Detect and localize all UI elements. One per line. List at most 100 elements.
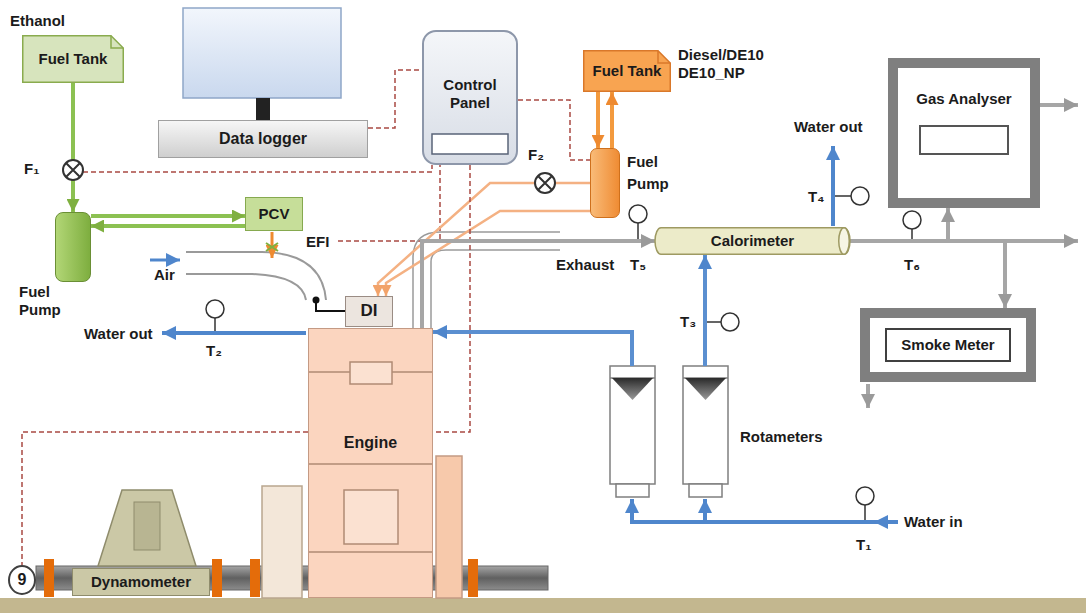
connector (386, 211, 590, 296)
node-label: Fuel Tank (39, 50, 108, 68)
node-label: Smoke Meter (885, 328, 1010, 362)
label: T₄ (808, 188, 824, 206)
node-label: Diesel/DE10 DE10_NP (678, 46, 764, 82)
panel-display (432, 134, 508, 154)
dynamometer-body (98, 490, 196, 566)
tank-fold (111, 36, 123, 48)
connector (850, 241, 1005, 308)
temperature-gauge (856, 487, 874, 505)
flow-meter (63, 160, 83, 180)
node-label: Engine (344, 433, 397, 452)
exhaust-pipe (431, 250, 560, 328)
node-label: Gas Analyser (916, 90, 1011, 108)
connector (596, 92, 600, 148)
flow-meter-cross (538, 176, 552, 190)
label: Water out (794, 118, 863, 136)
analyser-display (920, 126, 1008, 154)
coupling (468, 559, 478, 597)
flow-meter-cross (66, 163, 80, 177)
cylinder-body (655, 228, 850, 255)
coupling (44, 559, 54, 597)
engine-part (344, 490, 398, 544)
fuel-pump: Fuel Pump (590, 148, 620, 218)
injector-arrow (271, 232, 274, 258)
calorimeter: Calorimeter (655, 227, 850, 255)
node-label: Control Panel (443, 76, 496, 112)
connector (610, 92, 614, 148)
air-arrow (150, 259, 180, 262)
rotameter-tube (610, 366, 655, 484)
tank-fold (658, 51, 670, 63)
direct-injector: DI (345, 296, 393, 327)
connector (422, 241, 655, 328)
pressure-control-valve: PCV (245, 197, 303, 231)
water-pipe (831, 146, 835, 226)
temperature-gauge (851, 187, 869, 205)
node-label: Fuel Pump (627, 151, 669, 195)
signal-wire (83, 165, 432, 172)
label: Water out (84, 325, 153, 343)
label: T₁ (856, 536, 871, 554)
connector (22, 432, 308, 565)
data-logger: Data logger (158, 120, 368, 158)
connector (433, 332, 632, 366)
label: T₂ (206, 342, 222, 360)
water-pipe (703, 499, 707, 522)
connector (91, 224, 245, 228)
injector-link (316, 300, 345, 311)
tank-body (584, 51, 671, 92)
monitor-screen (183, 8, 341, 98)
rotameter-float (612, 378, 653, 400)
fuel-pump: Fuel Pump (55, 212, 91, 282)
label: T₅ (630, 256, 646, 274)
engine-section (309, 372, 432, 552)
water-pipe (632, 499, 874, 522)
signal-wire (338, 165, 440, 241)
injector-mark (266, 243, 278, 251)
connector (703, 255, 707, 366)
engine-part (350, 362, 392, 384)
connector (850, 208, 948, 241)
node-label: 9 (18, 570, 27, 589)
sensor-circle: 9 (8, 565, 36, 595)
node-label: Rotameters (740, 428, 823, 446)
rotameter-float (685, 378, 726, 400)
connector (433, 165, 470, 432)
monitor-stand (256, 98, 270, 120)
label: Water in (904, 513, 963, 531)
label: EFI (306, 233, 329, 251)
connector (368, 70, 422, 128)
water-pipe (162, 331, 306, 335)
rotameter-base (689, 484, 722, 497)
intake-pipe (186, 252, 326, 300)
node-label: PCV (259, 205, 290, 223)
temperature-gauge (629, 205, 647, 223)
node-label: DI (361, 301, 378, 321)
rotameter-tube (683, 366, 728, 484)
temperature-gauge (903, 211, 921, 229)
fuel-tank: Fuel TankDiesel/DE10 DE10_NP (583, 50, 671, 92)
rotameters: Rotameters (605, 366, 732, 484)
label: F₁ (24, 160, 39, 178)
exhaust-pipe (413, 232, 560, 328)
smoke-meter: Smoke Meter (860, 308, 1036, 382)
node-label: Ethanol (10, 12, 65, 30)
flywheel (262, 486, 302, 598)
tank-body (23, 36, 124, 83)
coupling (250, 559, 260, 597)
coupling (212, 559, 222, 597)
temperature-gauge (206, 300, 224, 318)
label: Air (154, 266, 175, 284)
dynamometer-detail (134, 502, 160, 550)
label: T₆ (904, 256, 920, 274)
label: F₂ (528, 146, 544, 164)
node-label: Fuel Pump (19, 283, 61, 319)
node-label: Dynamometer (91, 573, 191, 591)
rotameter-base (616, 484, 649, 497)
water-pipe (874, 520, 898, 524)
fuel-tank: EthanolFuel Tank (22, 35, 124, 83)
cylinder-end (839, 228, 850, 255)
node-label: Calorimeter (711, 232, 794, 250)
intake-pipe (186, 274, 306, 300)
connector (91, 214, 245, 218)
